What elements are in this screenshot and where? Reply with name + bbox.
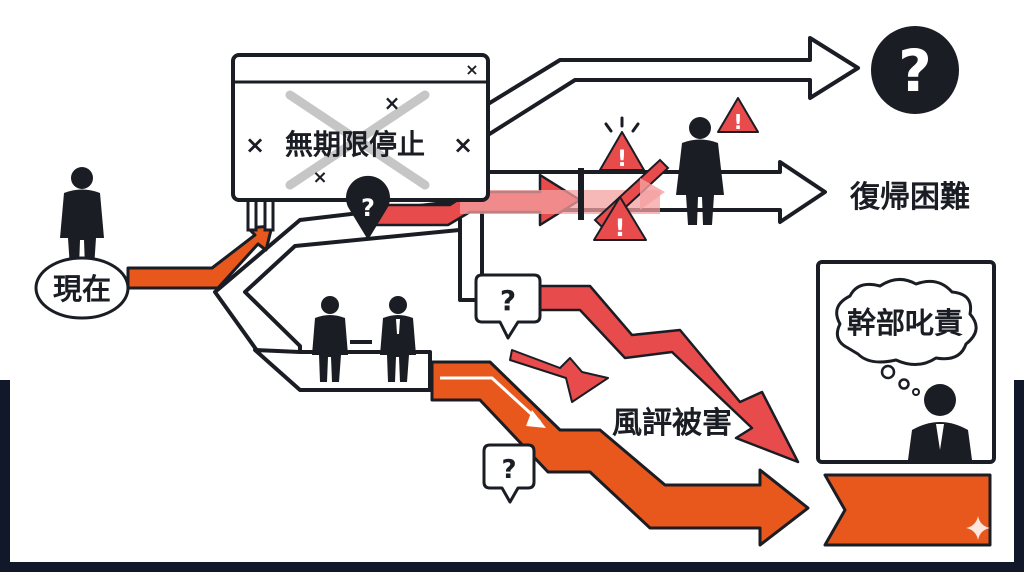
- warning-cluster: ! ! !: [578, 97, 759, 242]
- orange-highlight-line: [440, 376, 542, 424]
- unknown-outcome-icon: ?: [871, 26, 959, 114]
- road-top-branch: [468, 36, 860, 142]
- reputation-damage-label: 風評被害: [612, 406, 732, 441]
- signboard-close-icon: ×: [465, 60, 478, 79]
- red-downward-arrow: [538, 284, 800, 464]
- cross-icon-right: ×: [453, 131, 473, 159]
- orange-start-arrow: [126, 224, 274, 290]
- cross-icon-left: ×: [245, 131, 265, 159]
- barrier-shadow: [640, 178, 665, 210]
- person-icon-meeting-left: [312, 296, 348, 382]
- executive-tie-icon: [936, 424, 944, 450]
- svg-text:?: ?: [361, 194, 375, 222]
- svg-text:?: ?: [500, 284, 516, 317]
- executive-reprimand-label: 幹部叱責: [847, 306, 963, 340]
- bottom-frame: [0, 380, 1024, 572]
- person-icon-meeting-right: [380, 296, 416, 382]
- current-label-bubble: 現在: [34, 256, 130, 320]
- orange-highlight-arrowhead: [526, 410, 546, 428]
- cross-icon-top: ×: [384, 91, 401, 115]
- handshake-line: [350, 340, 372, 344]
- person-icon-current: [60, 167, 104, 268]
- signboard-post-left: [246, 198, 258, 232]
- signboard-big-cross-icon: [285, 90, 430, 190]
- sparkle-icon: [966, 516, 990, 540]
- executive-panel: 幹部叱責: [816, 260, 996, 464]
- warning-icon-top: !: [599, 116, 645, 172]
- signboard-post-right: [263, 198, 275, 232]
- destination-banner: [823, 473, 992, 547]
- thought-cloud: [835, 278, 978, 366]
- svg-text:!: !: [615, 214, 626, 242]
- tie-icon-meeting-right: [396, 319, 400, 334]
- warning-icon-bottom: !: [593, 196, 647, 242]
- person-icon-standing: [676, 117, 724, 225]
- warning-icon-right: !: [717, 97, 759, 134]
- barrier-post: [578, 168, 584, 220]
- cross-icon-bottom: ×: [312, 167, 327, 188]
- question-pin-icon: ?: [346, 175, 390, 240]
- thought-bubble-medium: [898, 378, 910, 390]
- question-bubble-icon-upper: ?: [474, 273, 542, 340]
- question-bubble-icon-lower: ?: [482, 443, 536, 504]
- meeting-scene: [312, 296, 416, 382]
- red-small-arrow: [509, 349, 609, 403]
- orange-main-path: [126, 224, 810, 547]
- road-lower-branch: [253, 348, 432, 392]
- recovery-difficult-label: 復帰困難: [849, 180, 970, 215]
- svg-text:!: !: [733, 110, 742, 134]
- svg-text:?: ?: [898, 37, 932, 105]
- svg-text:?: ?: [501, 455, 516, 485]
- suspension-signboard: × 無期限停止 × × × ×: [231, 53, 490, 232]
- thought-bubble-small: [912, 388, 920, 396]
- svg-text:!: !: [617, 147, 627, 172]
- thought-bubble-large: [880, 364, 896, 380]
- current-label: 現在: [53, 272, 111, 306]
- suspension-label: 無期限停止: [285, 128, 425, 161]
